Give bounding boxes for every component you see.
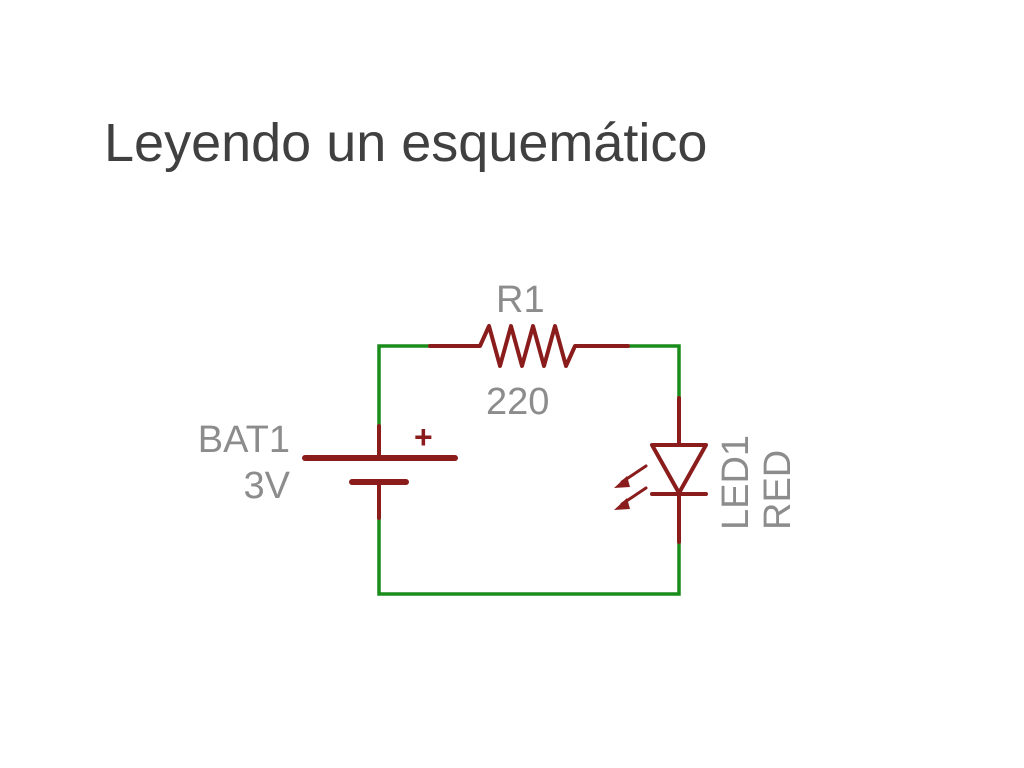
battery-symbol — [302, 424, 458, 520]
wire-top-right — [626, 344, 681, 400]
led-arrow-2-head — [614, 498, 630, 510]
led-arrow-1-head — [614, 476, 630, 488]
battery-designator: BAT1 — [198, 419, 290, 461]
resistor-symbol — [428, 324, 630, 368]
wire-bottom — [377, 516, 681, 596]
battery-plus-mark: + — [414, 419, 433, 455]
led-triangle — [650, 443, 708, 495]
wire-top-left — [377, 344, 432, 428]
battery-value: 3V — [244, 465, 291, 507]
slide-title: Leyendo un esquemático — [104, 113, 708, 173]
resistor-designator: R1 — [496, 279, 545, 321]
led-designator: LED1 — [715, 435, 757, 530]
led-symbol — [614, 396, 708, 544]
led-labels: LED1 RED — [715, 435, 799, 530]
resistor-value: 220 — [486, 381, 549, 423]
wires — [377, 344, 681, 596]
resistor-leads — [428, 324, 630, 368]
led-color: RED — [757, 450, 799, 530]
